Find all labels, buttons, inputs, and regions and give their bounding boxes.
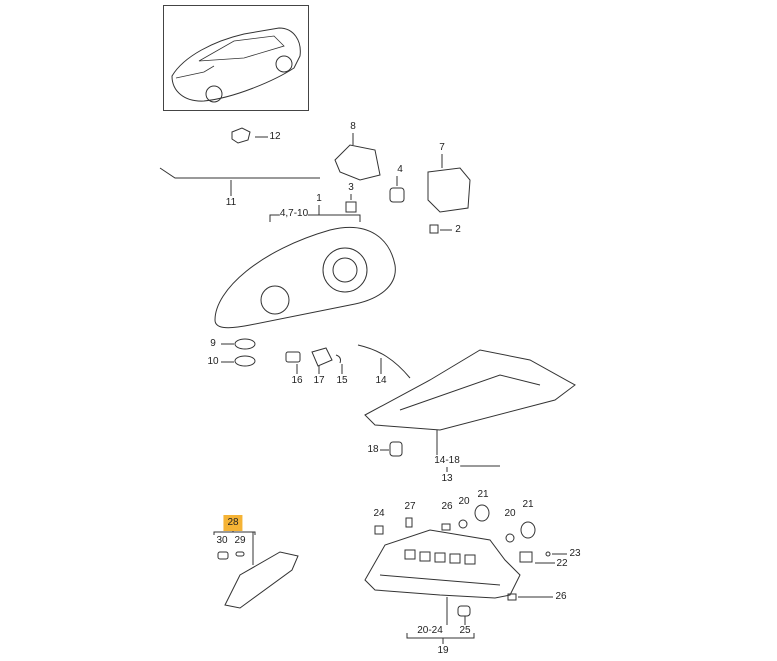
nut-part-25 (457, 605, 471, 625)
callout-21[interactable]: 21 (477, 489, 489, 500)
cover-part-7 (427, 154, 471, 213)
callout-20[interactable]: 20 (504, 508, 516, 519)
cap-part-21b (520, 521, 536, 539)
callout-11[interactable]: 11 (225, 197, 237, 208)
carrier-part-13 (364, 349, 576, 472)
callout-22[interactable]: 22 (556, 558, 568, 569)
headlight-part-1 (214, 205, 396, 329)
callout-21[interactable]: 21 (522, 499, 534, 510)
callout-7[interactable]: 7 (439, 142, 445, 153)
screw-part-3 (345, 194, 357, 213)
callout-20-24[interactable]: 20-24 (417, 625, 443, 636)
callout-19[interactable]: 19 (437, 645, 449, 656)
callout-3[interactable]: 3 (348, 182, 354, 193)
grommet-part-9 (221, 338, 256, 350)
callout-13[interactable]: 13 (441, 473, 453, 484)
screw-part-24 (374, 525, 384, 535)
callout-15[interactable]: 15 (336, 375, 348, 386)
callout-25[interactable]: 25 (459, 625, 471, 636)
screw-part-26a (441, 523, 451, 531)
socket-part-22 (519, 551, 555, 564)
cable-part-11 (159, 167, 320, 196)
callout-2[interactable]: 2 (455, 224, 461, 235)
cap-part-21a (474, 504, 490, 522)
callout-26[interactable]: 26 (555, 591, 567, 602)
clip-part-15 (335, 354, 343, 374)
screw-part-23 (545, 551, 567, 557)
callout-24[interactable]: 24 (373, 508, 385, 519)
callout-4[interactable]: 4 (397, 164, 403, 175)
callout-26[interactable]: 26 (441, 501, 453, 512)
callout-10[interactable]: 10 (207, 356, 219, 367)
rod-part-14 (357, 344, 411, 379)
side-marker-part-28 (213, 530, 299, 609)
callout-8[interactable]: 8 (350, 121, 356, 132)
screw-part-26b (507, 593, 553, 601)
car-icon (171, 27, 301, 103)
fog-light-part-19 (364, 529, 521, 644)
callout-4-7-10[interactable]: 4,7-10 (279, 208, 309, 220)
bulb-part-4 (389, 176, 405, 203)
callout-16[interactable]: 16 (291, 375, 303, 386)
callout-30[interactable]: 30 (216, 535, 228, 546)
callout-27[interactable]: 27 (404, 501, 416, 512)
car-thumbnail (163, 5, 309, 111)
screw-part-16 (285, 351, 301, 374)
bracket-part-8 (334, 133, 381, 181)
callout-23[interactable]: 23 (569, 548, 581, 559)
grommet-part-10 (221, 355, 256, 367)
clip-part-12 (231, 127, 268, 144)
callout-18[interactable]: 18 (367, 444, 379, 455)
bulb-part-20b (505, 533, 515, 543)
callout-14[interactable]: 14 (375, 375, 387, 386)
callout-12[interactable]: 12 (269, 131, 281, 142)
callout-17[interactable]: 17 (313, 375, 325, 386)
clip-part-27 (405, 517, 413, 528)
callout-29[interactable]: 29 (234, 535, 246, 546)
callout-14-18[interactable]: 14-18 (434, 455, 460, 467)
nut-part-18 (380, 441, 403, 457)
callout-9[interactable]: 9 (210, 338, 216, 349)
callout-28-highlighted[interactable]: 28 (223, 515, 243, 531)
adjuster-part-17 (311, 347, 333, 374)
callout-1[interactable]: 1 (316, 193, 322, 204)
screw-part-2 (429, 224, 452, 234)
callout-20[interactable]: 20 (458, 496, 470, 507)
bulb-part-20a (458, 519, 468, 529)
